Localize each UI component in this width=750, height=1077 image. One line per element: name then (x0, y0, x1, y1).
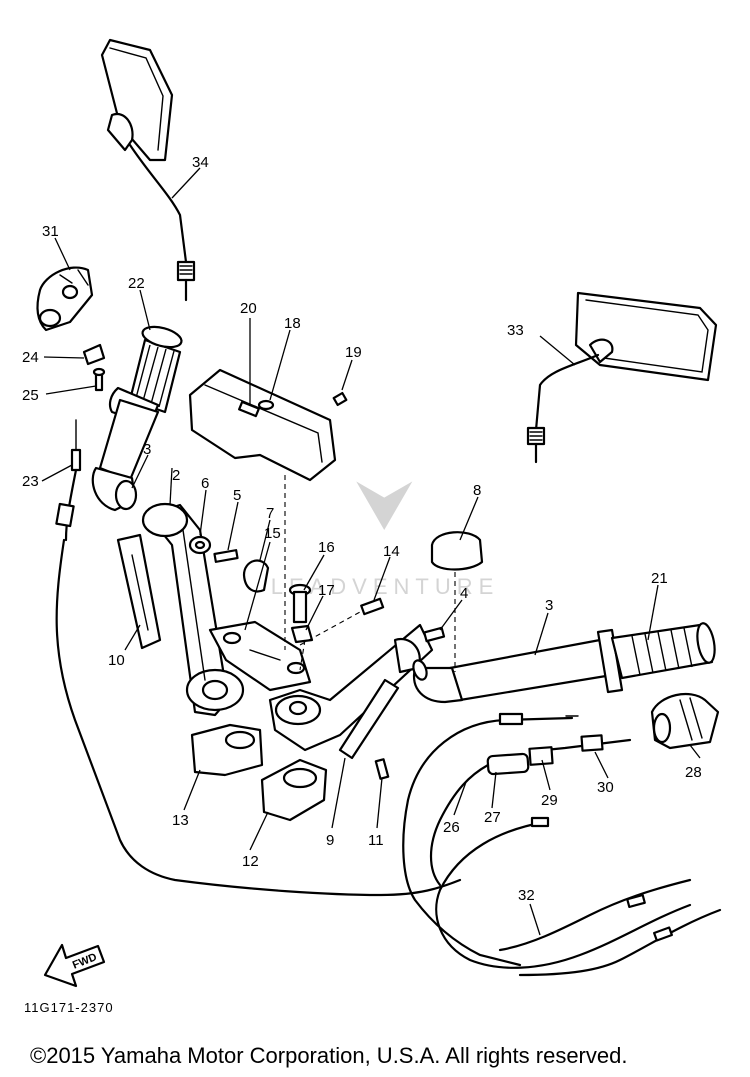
plate-screw (374, 758, 390, 780)
callout-21: 21 (651, 570, 668, 587)
callout-4: 4 (460, 585, 468, 602)
cap (430, 531, 484, 571)
cover-screw (332, 391, 348, 407)
callout-29: 29 (541, 792, 558, 809)
callout-9: 9 (326, 832, 334, 849)
callout-15: 15 (264, 525, 281, 542)
callout-18: 18 (284, 315, 301, 332)
watermark-logo-icon: ⮟ (355, 466, 415, 544)
set-screw (423, 626, 446, 643)
mirror-left (100, 38, 196, 302)
diagram-code: 11G171-2370 (24, 1000, 114, 1015)
holder-screw (360, 597, 385, 616)
copyright-notice: ©2015 Yamaha Motor Corporation, U.S.A. A… (30, 1043, 628, 1068)
callout-6: 6 (201, 475, 209, 492)
lower-housing-left (190, 723, 264, 777)
leader-lines (41, 167, 701, 936)
callout-13: 13 (172, 812, 189, 829)
forward-arrow-icon: FWD (43, 943, 106, 988)
callout-34: 34 (192, 154, 209, 171)
switch-housing-left (36, 266, 94, 332)
bracket-center (208, 620, 312, 692)
plate-right (338, 678, 400, 760)
callout-30: 30 (597, 779, 614, 796)
throttle-cables (402, 712, 632, 967)
bolt-nut (288, 583, 314, 644)
callout-22: 22 (128, 275, 145, 292)
callout-3-right: 3 (545, 597, 553, 614)
callout-20: 20 (240, 300, 257, 317)
plate-left (116, 533, 162, 650)
callout-14: 14 (383, 543, 400, 560)
callout-26: 26 (443, 819, 460, 836)
top-cover (188, 368, 337, 482)
callout-25: 25 (22, 387, 39, 404)
handlebar-exploded-diagram: 2 3 3 4 5 6 7 8 9 10 11 12 13 14 15 16 1… (22, 38, 722, 988)
callout-27: 27 (484, 809, 501, 826)
callout-31: 31 (42, 223, 59, 240)
master-cylinder-holder (141, 502, 245, 717)
switch-housing-right (650, 692, 720, 750)
callout-19: 19 (345, 344, 362, 361)
lower-housing-right (260, 758, 328, 822)
callout-33: 33 (507, 322, 524, 339)
handlebar-right (412, 638, 608, 704)
callout-3-left: 3 (143, 441, 151, 458)
callout-28: 28 (685, 764, 702, 781)
callout-2: 2 (172, 467, 180, 484)
callout-23: 23 (22, 473, 39, 490)
callout-32: 32 (518, 887, 535, 904)
grip-right (596, 622, 716, 694)
callout-10: 10 (108, 652, 125, 669)
callout-24: 24 (22, 349, 39, 366)
callouts: 2 3 3 4 5 6 7 8 9 10 11 12 13 14 15 16 1… (22, 154, 702, 904)
grip-left (108, 325, 183, 427)
callout-7: 7 (266, 505, 274, 522)
clamp-screw-small (82, 343, 106, 392)
callout-12: 12 (242, 853, 259, 870)
assembly-guides (284, 475, 456, 672)
callout-16: 16 (318, 539, 335, 556)
callout-11: 11 (368, 832, 384, 849)
throttle-holder (268, 623, 434, 752)
mirror-right (526, 291, 718, 464)
callout-5: 5 (233, 487, 241, 504)
cable-left-long (55, 419, 462, 897)
callout-8: 8 (473, 482, 481, 499)
callout-17: 17 (318, 582, 335, 599)
clutch-cables (435, 816, 722, 977)
handlebar-left (91, 398, 160, 512)
